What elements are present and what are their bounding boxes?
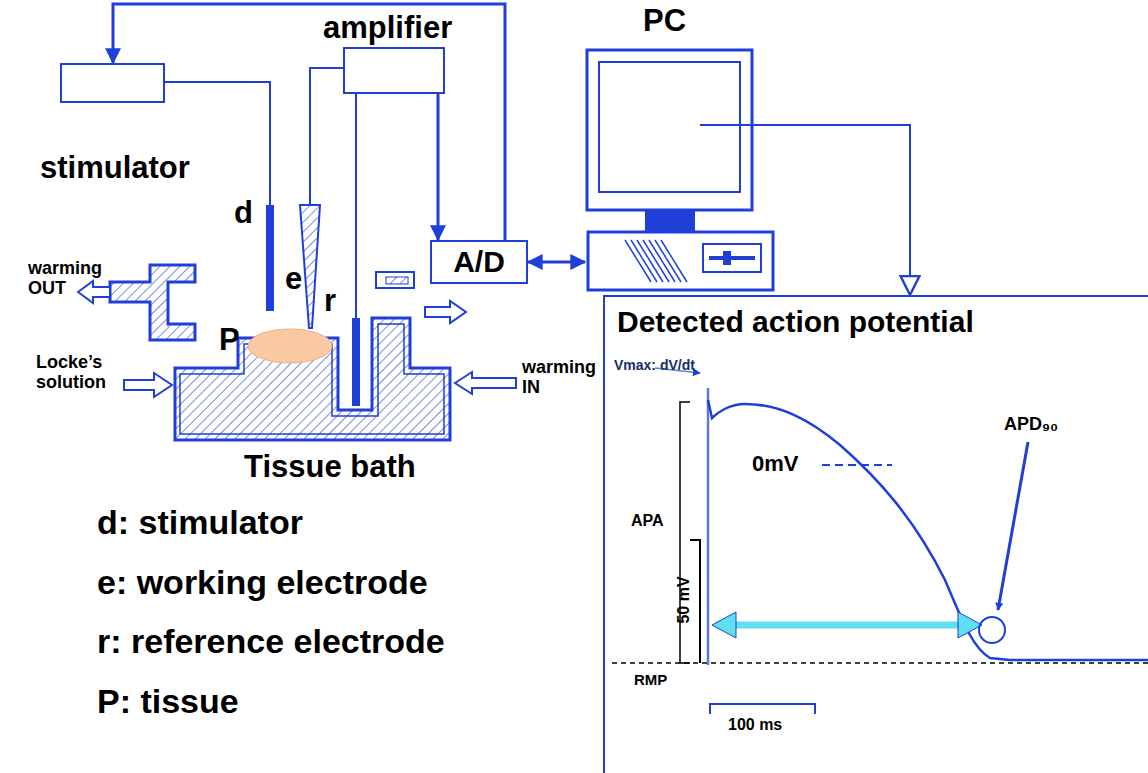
legend-line: e: working electrode bbox=[97, 563, 428, 601]
signal-connector bbox=[775, 125, 910, 295]
node-label: Detected action potential bbox=[617, 305, 974, 339]
stimulator-box: stimulator bbox=[60, 63, 165, 103]
reference-electrode bbox=[352, 318, 360, 406]
node-label: A/D bbox=[453, 245, 505, 279]
scale-100ms bbox=[710, 704, 815, 714]
apd-arrow-head bbox=[712, 612, 736, 638]
stimulator-wire bbox=[165, 82, 270, 205]
signal-connector bbox=[113, 4, 505, 240]
scale-label: 100 ms bbox=[728, 716, 782, 734]
legend-line: P: tissue bbox=[97, 682, 239, 720]
apd-label: APD₉₀ bbox=[1004, 414, 1058, 434]
axis-note: RMP bbox=[634, 672, 667, 689]
computer: PC bbox=[585, 48, 775, 292]
apd90-pointer bbox=[998, 442, 1028, 610]
upstroke bbox=[707, 388, 710, 665]
tissue bbox=[248, 329, 332, 363]
axis-note: 0mV bbox=[752, 452, 798, 477]
flow-arrow bbox=[455, 372, 516, 394]
outlet-part-fill bbox=[386, 277, 408, 284]
tissue-bath bbox=[175, 318, 450, 440]
flow-arrow bbox=[124, 373, 172, 397]
flow-label: warming OUT bbox=[28, 258, 110, 298]
node-label: stimulator bbox=[40, 151, 190, 186]
ad-converter-box: A/D bbox=[430, 240, 528, 284]
part-letter: d bbox=[234, 196, 253, 231]
apd-arrow bbox=[716, 622, 974, 629]
action-potential-trace bbox=[708, 400, 1148, 660]
working-wire bbox=[310, 68, 343, 205]
amplifier-box: amplifier bbox=[343, 47, 445, 94]
node-label: amplifier bbox=[323, 11, 452, 46]
outlet-part bbox=[376, 272, 414, 288]
computer-drawing bbox=[585, 48, 775, 292]
scale-label: 50 mV bbox=[675, 576, 693, 623]
zero-line bbox=[822, 464, 892, 466]
signal-connector bbox=[528, 261, 585, 264]
part-letter: P bbox=[219, 323, 240, 358]
node-label: PC bbox=[643, 4, 686, 39]
flow-arrow bbox=[78, 281, 110, 303]
part-letter: e bbox=[285, 262, 302, 297]
stimulating-electrode bbox=[266, 205, 274, 311]
legend-line: r: reference electrode bbox=[97, 622, 445, 660]
apd-arrow-head bbox=[958, 612, 982, 638]
figure-caption: Tissue bath bbox=[244, 450, 416, 485]
bath-inner-wall bbox=[180, 324, 444, 434]
rmp-line bbox=[612, 662, 1148, 664]
flow-arrow bbox=[425, 301, 466, 323]
outlet-housing bbox=[110, 265, 195, 340]
part-letter: r bbox=[324, 284, 336, 319]
reference-wire bbox=[355, 94, 357, 318]
apd90-point bbox=[979, 617, 1005, 643]
legend-line: d: stimulator bbox=[97, 503, 303, 541]
flow-label: warming IN bbox=[522, 357, 602, 397]
signal-connector bbox=[437, 94, 440, 240]
working-electrode bbox=[300, 205, 320, 328]
flow-label: Locke’s solution bbox=[36, 352, 122, 392]
apa-bracket bbox=[680, 402, 690, 663]
axis-note: APA bbox=[631, 512, 664, 530]
axis-note: Vmax: dV/dt bbox=[614, 358, 695, 374]
